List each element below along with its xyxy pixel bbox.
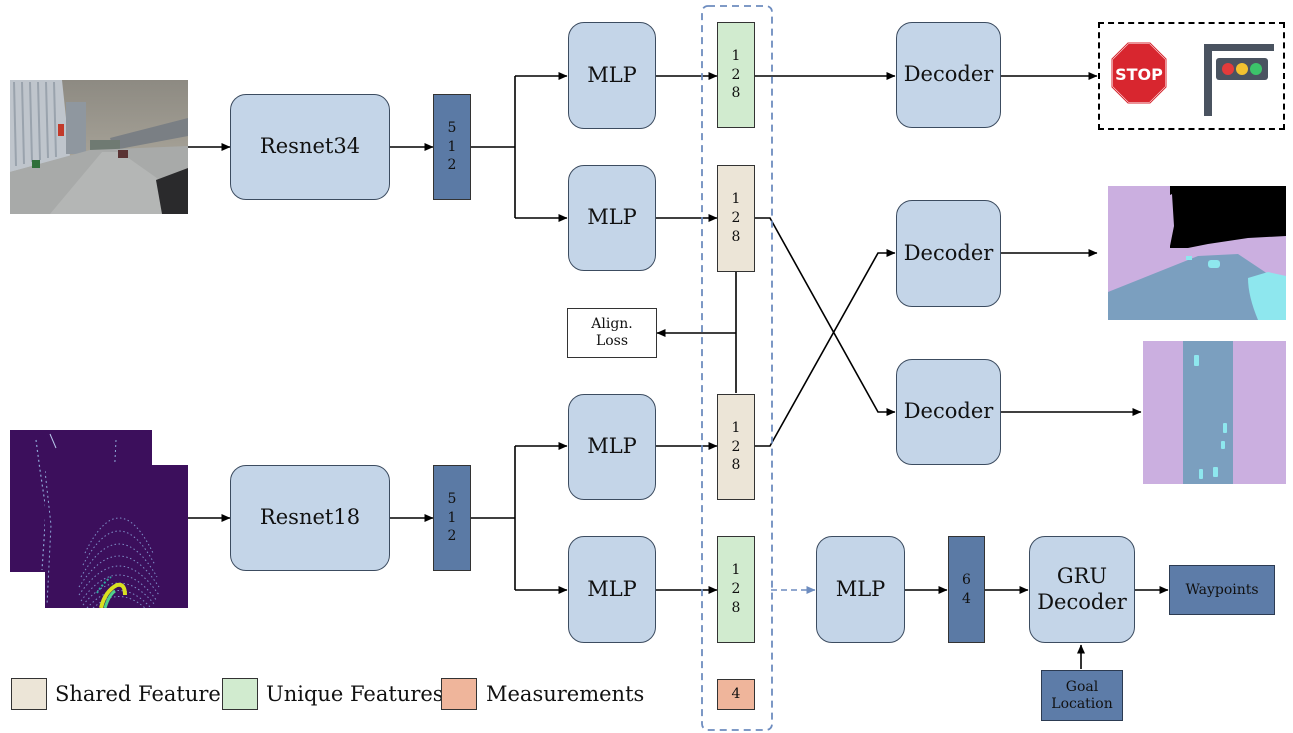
planning-feature-64: 6 4 [948, 536, 985, 643]
semantic-segmentation-output [1108, 186, 1286, 320]
mlp-lidar-shared: MLP [568, 394, 656, 500]
legend-swatch-measurements [441, 678, 477, 710]
unique-feature-rgb: 1 2 8 [717, 22, 755, 128]
alignment-loss: Align. Loss [567, 308, 657, 358]
legend-label-shared: Shared Features [55, 682, 232, 706]
resnet18-encoder: Resnet18 [230, 465, 390, 571]
mlp-rgb-shared: MLP [568, 165, 656, 271]
mlp-planning: MLP [816, 536, 905, 643]
legend-swatch-shared [11, 678, 47, 710]
resnet34-encoder: Resnet34 [230, 94, 390, 200]
legend-swatch-unique [222, 678, 258, 710]
lidar-bev-image-front [45, 465, 188, 608]
legend-label-measurements: Measurements [486, 682, 645, 706]
traffic-output-box: STOP [1098, 22, 1285, 130]
gru-decoder: GRU Decoder [1029, 536, 1135, 643]
svg-text:STOP: STOP [1115, 65, 1163, 84]
mlp-rgb-unique: MLP [568, 22, 656, 129]
feature-group-outline [701, 5, 773, 731]
measurements-feature: 4 [717, 679, 755, 710]
shared-feature-lidar: 1 2 8 [717, 394, 755, 500]
legend-label-unique: Unique Features [266, 682, 444, 706]
traffic-light-icon [1204, 44, 1274, 116]
rgb-feature-512: 5 1 2 [433, 94, 471, 200]
stop-sign-icon: STOP [1111, 42, 1167, 104]
goal-location-input: Goal Location [1041, 670, 1123, 721]
mlp-lidar-unique: MLP [568, 536, 656, 643]
lidar-feature-512: 5 1 2 [433, 465, 471, 571]
shared-feature-rgb: 1 2 8 [717, 165, 755, 272]
decoder-semantic: Decoder [896, 200, 1001, 307]
rgb-camera-image [10, 80, 188, 214]
decoder-bev: Decoder [896, 359, 1001, 465]
unique-feature-lidar: 1 2 8 [717, 536, 755, 643]
waypoints-output: Waypoints [1169, 565, 1275, 615]
decoder-traffic: Decoder [896, 22, 1001, 128]
bev-map-output [1143, 341, 1286, 484]
